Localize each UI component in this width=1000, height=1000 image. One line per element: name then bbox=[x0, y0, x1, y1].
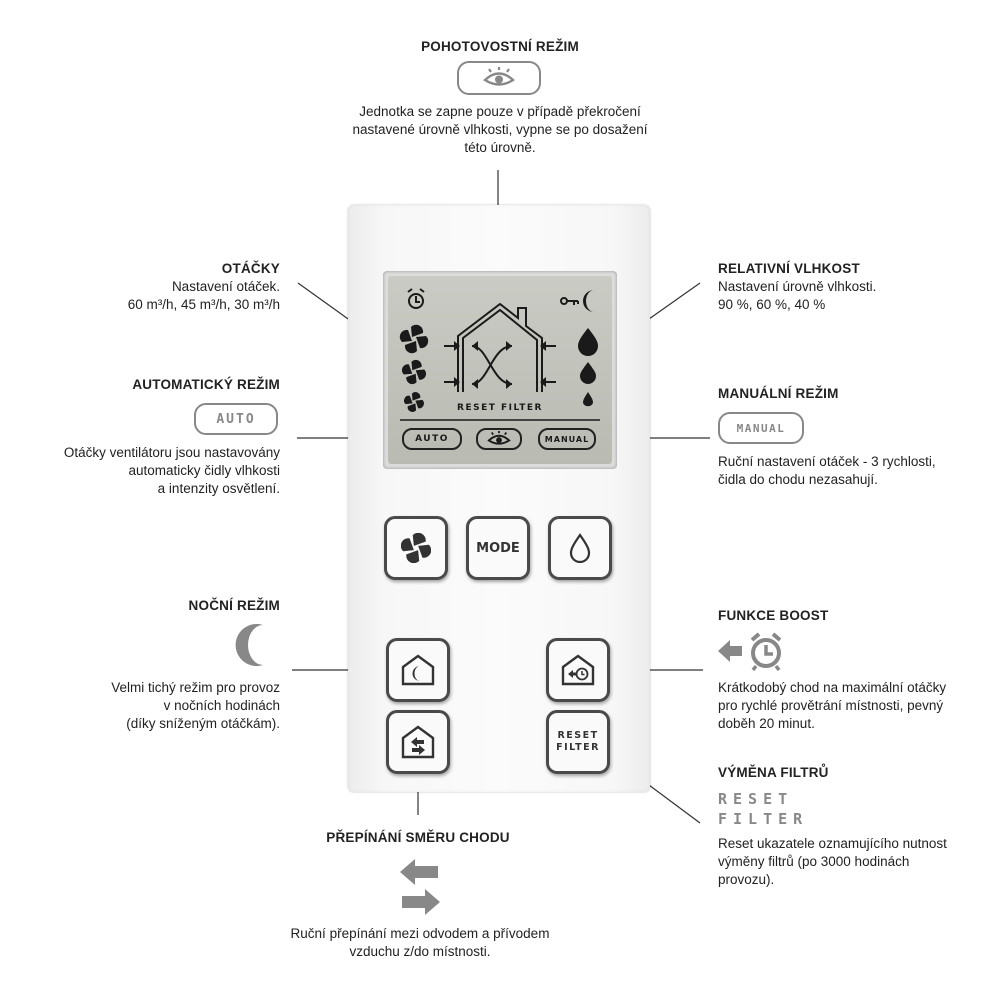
lcd-drop-icon-medium bbox=[580, 362, 596, 384]
speed-title: OTÁČKY bbox=[221, 261, 280, 276]
mode-button-label: MODE bbox=[476, 540, 520, 556]
standby-description: Jednotka se zapne pouze v případě překro… bbox=[300, 103, 700, 157]
direction-desc-line: vzduchu z/do místnosti. bbox=[349, 944, 491, 959]
lcd-fan-icon-medium bbox=[401, 359, 427, 385]
lcd-graphics bbox=[399, 288, 600, 421]
lcd-fan-icon-large bbox=[399, 324, 429, 354]
auto-desc-line: automaticky čidly vlhkosti bbox=[128, 463, 280, 478]
filter-button-label: FILTER bbox=[556, 742, 600, 753]
lcd-reset-filter-label: RESET FILTER bbox=[457, 403, 543, 413]
standby-desc-line: Jednotka se zapne pouze v případě překro… bbox=[359, 104, 641, 119]
filter-title: VÝMĚNA FILTRŮ bbox=[718, 765, 829, 780]
alarm-clock-arrow-icon bbox=[718, 632, 782, 671]
direction-arrows-icon bbox=[400, 859, 440, 915]
drop-outline-icon bbox=[569, 533, 591, 563]
night-desc-line: (díky sníženým otáčkám). bbox=[126, 716, 280, 731]
reset-filter-badge-line: RESET bbox=[718, 790, 794, 808]
auto-mode-title: AUTOMATICKÝ REŽIM bbox=[132, 377, 280, 392]
manual-mode-title: MANUÁLNÍ REŽIM bbox=[718, 386, 839, 401]
lcd-drop-icon-large bbox=[578, 328, 598, 356]
filter-desc-line: Reset ukazatele oznamujícího nutnost bbox=[718, 836, 947, 851]
humidity-desc-line: 90 %, 60 %, 40 % bbox=[718, 297, 826, 312]
humidity-desc-line: Nastavení úrovně vlhkosti. bbox=[718, 279, 877, 294]
lcd-drop-icon-small bbox=[583, 392, 593, 407]
filter-desc-line: provozu). bbox=[718, 872, 775, 887]
boost-desc-line: doběh 20 minut. bbox=[718, 716, 815, 731]
auto-mode-description: Otáčky ventilátoru jsou nastavovány auto… bbox=[10, 444, 280, 498]
speed-desc-line: Nastavení otáček. bbox=[171, 279, 280, 294]
filter-description: Reset ukazatele oznamujícího nutnost vým… bbox=[718, 835, 998, 889]
night-desc-line: Velmi tichý režim pro provoz bbox=[111, 680, 280, 695]
auto-desc-line: Otáčky ventilátoru jsou nastavovány bbox=[63, 445, 280, 460]
manual-badge: MANUAL bbox=[718, 412, 804, 444]
boost-desc-line: Krátkodobý chod na maximální otáčky bbox=[718, 680, 947, 695]
lcd-house-airflow-icon bbox=[457, 302, 543, 392]
fan-icon bbox=[401, 533, 431, 563]
night-desc-line: v nočních hodinách bbox=[163, 698, 280, 713]
night-mode-button[interactable] bbox=[386, 638, 450, 702]
house-boost-icon bbox=[561, 654, 595, 686]
standby-desc-line: nastavené úrovně vlhkosti, vypne se po d… bbox=[352, 122, 648, 137]
reset-button-label: RESET bbox=[557, 730, 599, 741]
lcd-alarm-clock-icon bbox=[407, 288, 425, 309]
eye-icon bbox=[483, 67, 515, 86]
night-mode-description: Velmi tichý režim pro provoz v nočních h… bbox=[40, 679, 280, 733]
moon-icon bbox=[235, 624, 263, 666]
reset-filter-badge: RESET FILTER bbox=[718, 789, 808, 829]
direction-title: PŘEPÍNÁNÍ SMĚRU CHODU bbox=[326, 830, 510, 845]
lcd-eye-icon bbox=[487, 431, 511, 445]
direction-description: Ruční přepínání mezi odvodem a přívodem … bbox=[200, 925, 640, 961]
direction-button[interactable] bbox=[386, 710, 450, 774]
standby-desc-line: této úrovně. bbox=[464, 140, 536, 155]
lcd-display: RESET FILTER AUTO MANUAL bbox=[388, 276, 612, 464]
boost-desc-line: pro rychlé provětrání místnosti, pevný bbox=[718, 698, 944, 713]
reset-filter-badge-line: FILTER bbox=[718, 810, 809, 828]
lcd-moon-icon bbox=[583, 290, 594, 312]
manual-desc-line: Ruční nastavení otáček - 3 rychlosti, bbox=[718, 454, 936, 469]
lcd-manual-indicator: MANUAL bbox=[538, 428, 596, 450]
manual-desc-line: čidla do chodu nezasahují. bbox=[718, 472, 878, 487]
humidity-description: Nastavení úrovně vlhkosti. 90 %, 60 %, 4… bbox=[718, 278, 978, 314]
manual-badge-label: MANUAL bbox=[736, 421, 786, 435]
boost-button[interactable] bbox=[546, 638, 610, 702]
standby-title: POHOTOVOSTNÍ REŽIM bbox=[421, 39, 579, 54]
fan-speed-button[interactable] bbox=[384, 516, 448, 580]
boost-description: Krátkodobý chod na maximální otáčky pro … bbox=[718, 679, 998, 733]
boost-title: FUNKCE BOOST bbox=[718, 608, 829, 623]
humidity-title: RELATIVNÍ VLHKOST bbox=[718, 261, 860, 276]
speed-desc-line: 60 m³/h, 45 m³/h, 30 m³/h bbox=[127, 297, 280, 312]
mode-button[interactable]: MODE bbox=[466, 516, 530, 580]
house-direction-icon bbox=[401, 725, 435, 759]
lcd-auto-label: AUTO bbox=[415, 434, 449, 444]
speed-description: Nastavení otáček. 60 m³/h, 45 m³/h, 30 m… bbox=[40, 278, 280, 314]
auto-desc-line: a intenzity osvětlení. bbox=[157, 481, 280, 496]
humidity-button[interactable] bbox=[548, 516, 612, 580]
lcd-auto-indicator: AUTO bbox=[402, 428, 462, 450]
standby-badge bbox=[457, 61, 541, 95]
filter-desc-line: výměny filtrů (po 3000 hodinách bbox=[718, 854, 910, 869]
lcd-arrows bbox=[444, 341, 556, 389]
lcd-manual-label: MANUAL bbox=[544, 434, 590, 444]
lcd-key-icon bbox=[560, 297, 579, 305]
house-moon-icon bbox=[401, 654, 435, 686]
reset-filter-button[interactable]: RESET FILTER bbox=[546, 710, 610, 774]
auto-badge-label: AUTO bbox=[216, 411, 256, 427]
auto-badge: AUTO bbox=[194, 403, 278, 435]
lcd-fan-icon-small bbox=[404, 392, 424, 412]
manual-mode-description: Ruční nastavení otáček - 3 rychlosti, či… bbox=[718, 453, 988, 489]
night-mode-title: NOČNÍ REŽIM bbox=[188, 598, 280, 613]
direction-desc-line: Ruční přepínání mezi odvodem a přívodem bbox=[290, 926, 550, 941]
lcd-standby-indicator bbox=[476, 428, 522, 450]
